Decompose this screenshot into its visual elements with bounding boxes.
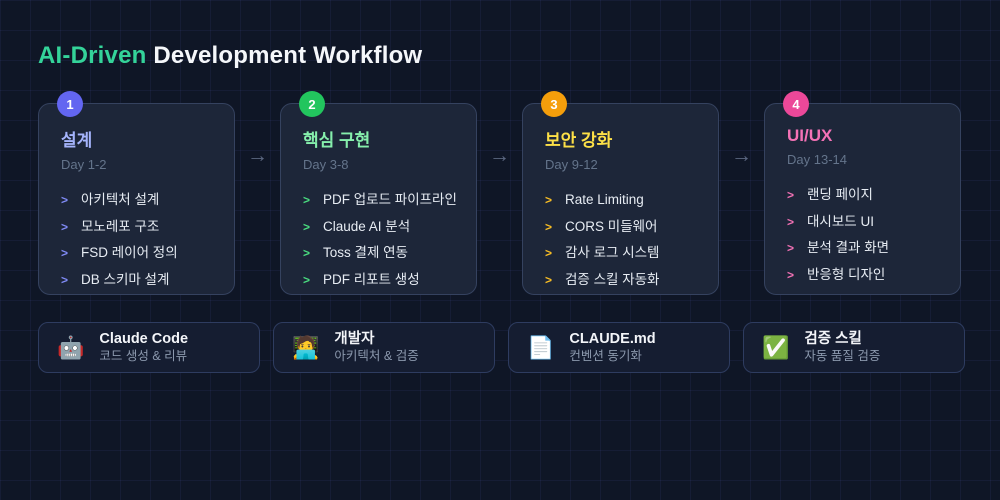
phase-item-list: > 아키텍처 설계 > 모노레포 구조 > FSD 레이어 정의 > DB 스키…	[61, 193, 216, 286]
phase-item-label: 모노레포 구조	[81, 218, 160, 234]
phase-item-label: 검증 스킬 자동화	[565, 271, 660, 287]
chevron-right-icon: >	[545, 219, 553, 234]
page-title-highlight: AI-Driven	[38, 42, 147, 69]
chevron-right-icon: >	[61, 246, 69, 260]
resource-text: 개발자 아키텍처 & 검증	[334, 331, 418, 364]
phase-item: > Toss 결제 연동	[303, 246, 458, 260]
chevron-right-icon: >	[61, 219, 69, 234]
flow-arrow: →	[235, 144, 280, 168]
phase-item: > 모노레포 구조	[61, 218, 216, 234]
chevron-right-icon: >	[787, 267, 795, 282]
phases-row: 1 설계 Day 1-2 > 아키텍처 설계 > 모노레포 구조 > FSD 레…	[38, 91, 961, 295]
phase-item-label: 랜딩 페이지	[807, 187, 873, 202]
phase-number-badge: 3	[541, 91, 567, 117]
page-title: AI-Driven Development Workflow	[38, 42, 422, 70]
arrow-right-icon: →	[247, 144, 268, 167]
resources-row: 🤖 Claude Code 코드 생성 & 리뷰 🧑‍💻 개발자 아키텍처 & …	[38, 322, 965, 373]
flow-arrow: →	[719, 144, 764, 168]
resource-text: Claude Code 코드 생성 & 리뷰	[99, 331, 188, 364]
chevron-right-icon: >	[61, 193, 69, 207]
phase-card: 2 핵심 구현 Day 3-8 > PDF 업로드 파이프라인 > Claude…	[280, 91, 477, 295]
chevron-right-icon: >	[303, 272, 311, 287]
phase-item: > 감사 로그 시스템	[545, 246, 700, 260]
phase-days: Day 1-2	[61, 157, 107, 172]
phase-title: 설계	[61, 131, 93, 150]
phase-item-label: DB 스키마 설계	[81, 271, 170, 287]
page-title-rest: Development Workflow	[146, 42, 423, 69]
phase-item: > FSD 레이어 정의	[61, 246, 216, 260]
resource-title: Claude Code	[99, 330, 189, 347]
phase-number-badge: 4	[783, 91, 809, 117]
phase-item: > 검증 스킬 자동화	[545, 271, 700, 287]
phase-item: > CORS 미들웨어	[545, 218, 700, 234]
phase-item-label: FSD 레이어 정의	[81, 245, 178, 260]
chevron-right-icon: >	[545, 246, 553, 260]
phase-item-label: 분석 결과 화면	[807, 240, 890, 255]
phase-item: > 반응형 디자인	[787, 266, 942, 282]
resource-card: 🤖 Claude Code 코드 생성 & 리뷰	[38, 322, 260, 373]
phase-item-label: CORS 미들웨어	[565, 218, 658, 234]
resource-card: 🧑‍💻 개발자 아키텍처 & 검증	[273, 322, 495, 373]
phase-item-label: 대시보드 UI	[807, 213, 874, 229]
resource-text: 검증 스킬 자동 품질 검증	[804, 331, 880, 364]
phase-item-list: > PDF 업로드 파이프라인 > Claude AI 분석 > Toss 결제…	[303, 193, 458, 286]
phase-days: Day 3-8	[303, 157, 349, 172]
phase-item: > PDF 업로드 파이프라인	[303, 193, 458, 207]
chevron-right-icon: >	[303, 193, 311, 207]
phase-item-label: PDF 리포트 생성	[323, 271, 420, 287]
phase-title: UI/UX	[787, 126, 833, 145]
phase-item: > Rate Limiting	[545, 193, 700, 207]
chevron-right-icon: >	[787, 214, 795, 229]
phase-title: 핵심 구현	[303, 131, 371, 150]
phase-item: > 분석 결과 화면	[787, 241, 942, 255]
chevron-right-icon: >	[545, 193, 553, 207]
arrow-right-icon: →	[731, 144, 752, 167]
chevron-right-icon: >	[787, 241, 795, 255]
flow-arrow: →	[477, 144, 522, 168]
phase-days: Day 13-14	[787, 152, 847, 167]
phase-item-label: Rate Limiting	[565, 192, 644, 207]
resource-subtitle: 아키텍처 & 검증	[334, 349, 419, 364]
chevron-right-icon: >	[545, 272, 553, 287]
phase-item: > 랜딩 페이지	[787, 188, 942, 202]
chevron-right-icon: >	[787, 188, 795, 202]
phase-item-label: 감사 로그 시스템	[565, 245, 660, 260]
resource-subtitle: 코드 생성 & 리뷰	[99, 349, 188, 364]
resource-subtitle: 자동 품질 검증	[804, 349, 881, 364]
phase-title: 보안 강화	[545, 131, 613, 150]
robot-icon: 🤖	[57, 334, 85, 360]
arrow-right-icon: →	[489, 144, 510, 167]
phase-item-label: 반응형 디자인	[807, 266, 886, 282]
resource-title: 개발자	[334, 330, 375, 347]
phase-item: > Claude AI 분석	[303, 218, 458, 234]
phase-item: > PDF 리포트 생성	[303, 271, 458, 287]
chevron-right-icon: >	[61, 272, 69, 287]
phase-item: > DB 스키마 설계	[61, 271, 216, 287]
resource-subtitle: 컨벤션 동기화	[569, 349, 642, 364]
phase-item-label: 아키텍처 설계	[81, 192, 160, 207]
resource-text: CLAUDE.md 컨벤션 동기화	[569, 331, 655, 364]
phase-item-label: PDF 업로드 파이프라인	[323, 192, 457, 207]
developer-icon: 🧑‍💻	[292, 334, 320, 360]
chevron-right-icon: >	[303, 219, 311, 234]
phase-days: Day 9-12	[545, 157, 598, 172]
chevron-right-icon: >	[303, 246, 311, 260]
document-icon: 📄	[527, 334, 555, 360]
phase-item-label: Claude AI 분석	[323, 218, 411, 234]
phase-card: 4 UI/UX Day 13-14 > 랜딩 페이지 > 대시보드 UI > 분…	[764, 91, 961, 295]
resource-title: 검증 스킬	[804, 330, 862, 347]
phase-item-label: Toss 결제 연동	[323, 245, 408, 260]
resource-card: ✅ 검증 스킬 자동 품질 검증	[743, 322, 965, 373]
resource-card: 📄 CLAUDE.md 컨벤션 동기화	[508, 322, 730, 373]
phase-item-list: > 랜딩 페이지 > 대시보드 UI > 분석 결과 화면 > 반응형 디자인	[787, 188, 942, 281]
resource-title: CLAUDE.md	[569, 330, 656, 347]
phase-number-badge: 1	[57, 91, 83, 117]
check-icon: ✅	[762, 334, 790, 360]
phase-number-badge: 2	[299, 91, 325, 117]
phase-item: > 대시보드 UI	[787, 213, 942, 229]
phase-item-list: > Rate Limiting > CORS 미들웨어 > 감사 로그 시스템 …	[545, 193, 700, 286]
phase-card: 3 보안 강화 Day 9-12 > Rate Limiting > CORS …	[522, 91, 719, 295]
phase-card: 1 설계 Day 1-2 > 아키텍처 설계 > 모노레포 구조 > FSD 레…	[38, 91, 235, 295]
phase-item: > 아키텍처 설계	[61, 193, 216, 207]
